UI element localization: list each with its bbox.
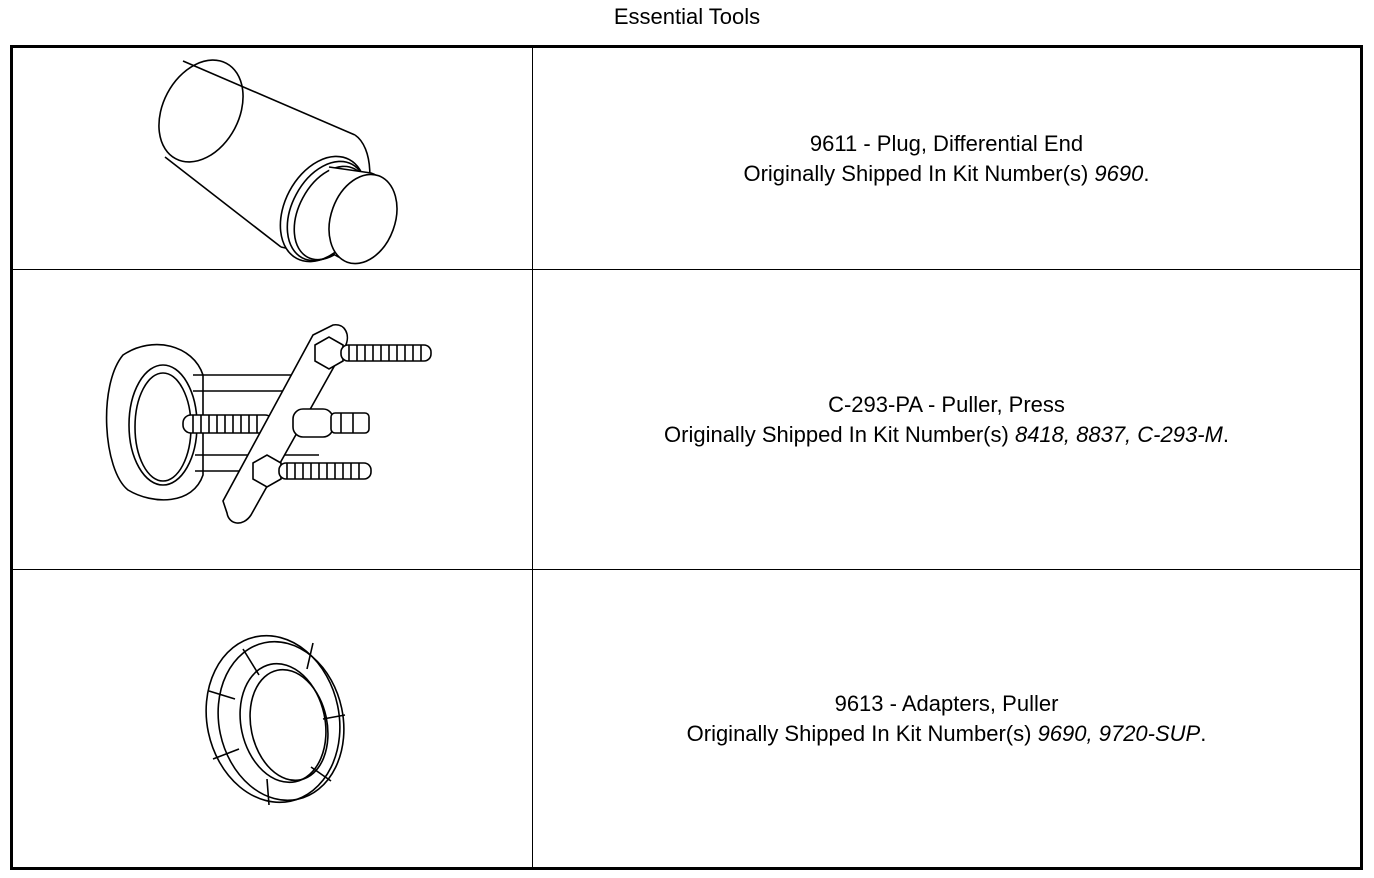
shipped-label: Originally Shipped In Kit Number(s) bbox=[686, 720, 1032, 746]
kit-numbers: 8418, 8837, C-293-M bbox=[1014, 421, 1223, 447]
tool-name: Puller, Press bbox=[941, 391, 1065, 417]
tool-description-cell: C-293-PA - Puller, Press Originally Ship… bbox=[533, 270, 1360, 570]
tool-number: C-293-PA bbox=[828, 391, 922, 417]
tool-name: Adapters, Puller bbox=[901, 690, 1059, 716]
tool-kit-line: Originally Shipped In Kit Number(s) 9690… bbox=[743, 160, 1150, 186]
tool-name: Plug, Differential End bbox=[876, 130, 1084, 156]
tool-image-cell bbox=[13, 270, 533, 570]
kit-numbers: 9690 bbox=[1094, 160, 1144, 186]
page-title: Essential Tools bbox=[613, 4, 761, 29]
shipped-label: Originally Shipped In Kit Number(s) bbox=[743, 160, 1089, 186]
tools-table: 9611 - Plug, Differential End Originally… bbox=[10, 45, 1363, 870]
tool-image-cell bbox=[13, 48, 533, 270]
tool-title: 9613 - Adapters, Puller bbox=[834, 690, 1059, 716]
kit-numbers: 9690, 9720-SUP bbox=[1037, 720, 1201, 746]
tool-title: C-293-PA - Puller, Press bbox=[828, 391, 1065, 417]
tool-title: 9611 - Plug, Differential End bbox=[809, 130, 1084, 156]
tool-image-cell bbox=[13, 570, 533, 867]
tool-number: 9613 bbox=[834, 690, 884, 716]
tool-kit-line: Originally Shipped In Kit Number(s) 8418… bbox=[664, 421, 1229, 447]
tool-description-cell: 9613 - Adapters, Puller Originally Shipp… bbox=[533, 570, 1360, 867]
adapters-puller-illustration bbox=[204, 634, 345, 805]
tool-kit-line: Originally Shipped In Kit Number(s) 9690… bbox=[686, 720, 1207, 746]
shipped-label: Originally Shipped In Kit Number(s) bbox=[664, 421, 1009, 447]
puller-press-illustration bbox=[105, 323, 432, 524]
tool-number: 9611 bbox=[809, 130, 858, 156]
plug-differential-end-illustration bbox=[157, 58, 398, 264]
tool-description-cell: 9611 - Plug, Differential End Originally… bbox=[533, 48, 1360, 270]
